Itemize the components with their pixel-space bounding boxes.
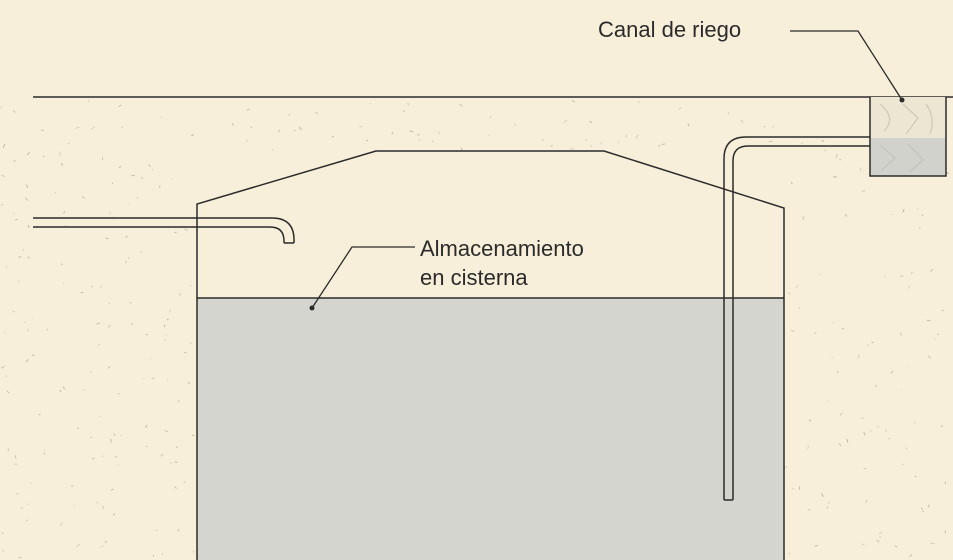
canal-leader-line xyxy=(790,30,905,103)
cistern-storage-label-line2: en cisterna xyxy=(420,265,528,290)
outlet-pipe xyxy=(723,136,870,501)
cistern-outline xyxy=(196,150,785,560)
cistern-storage-label-line1: Almacenamiento xyxy=(420,236,584,261)
storage-leader-line xyxy=(309,246,415,311)
inlet-pipe xyxy=(33,217,295,244)
cistern-storage-label: Almacenamiento en cisterna xyxy=(420,234,584,292)
irrigation-canal-label: Canal de riego xyxy=(598,17,742,42)
irrigation-canal xyxy=(869,97,947,177)
cistern-water xyxy=(197,298,784,560)
